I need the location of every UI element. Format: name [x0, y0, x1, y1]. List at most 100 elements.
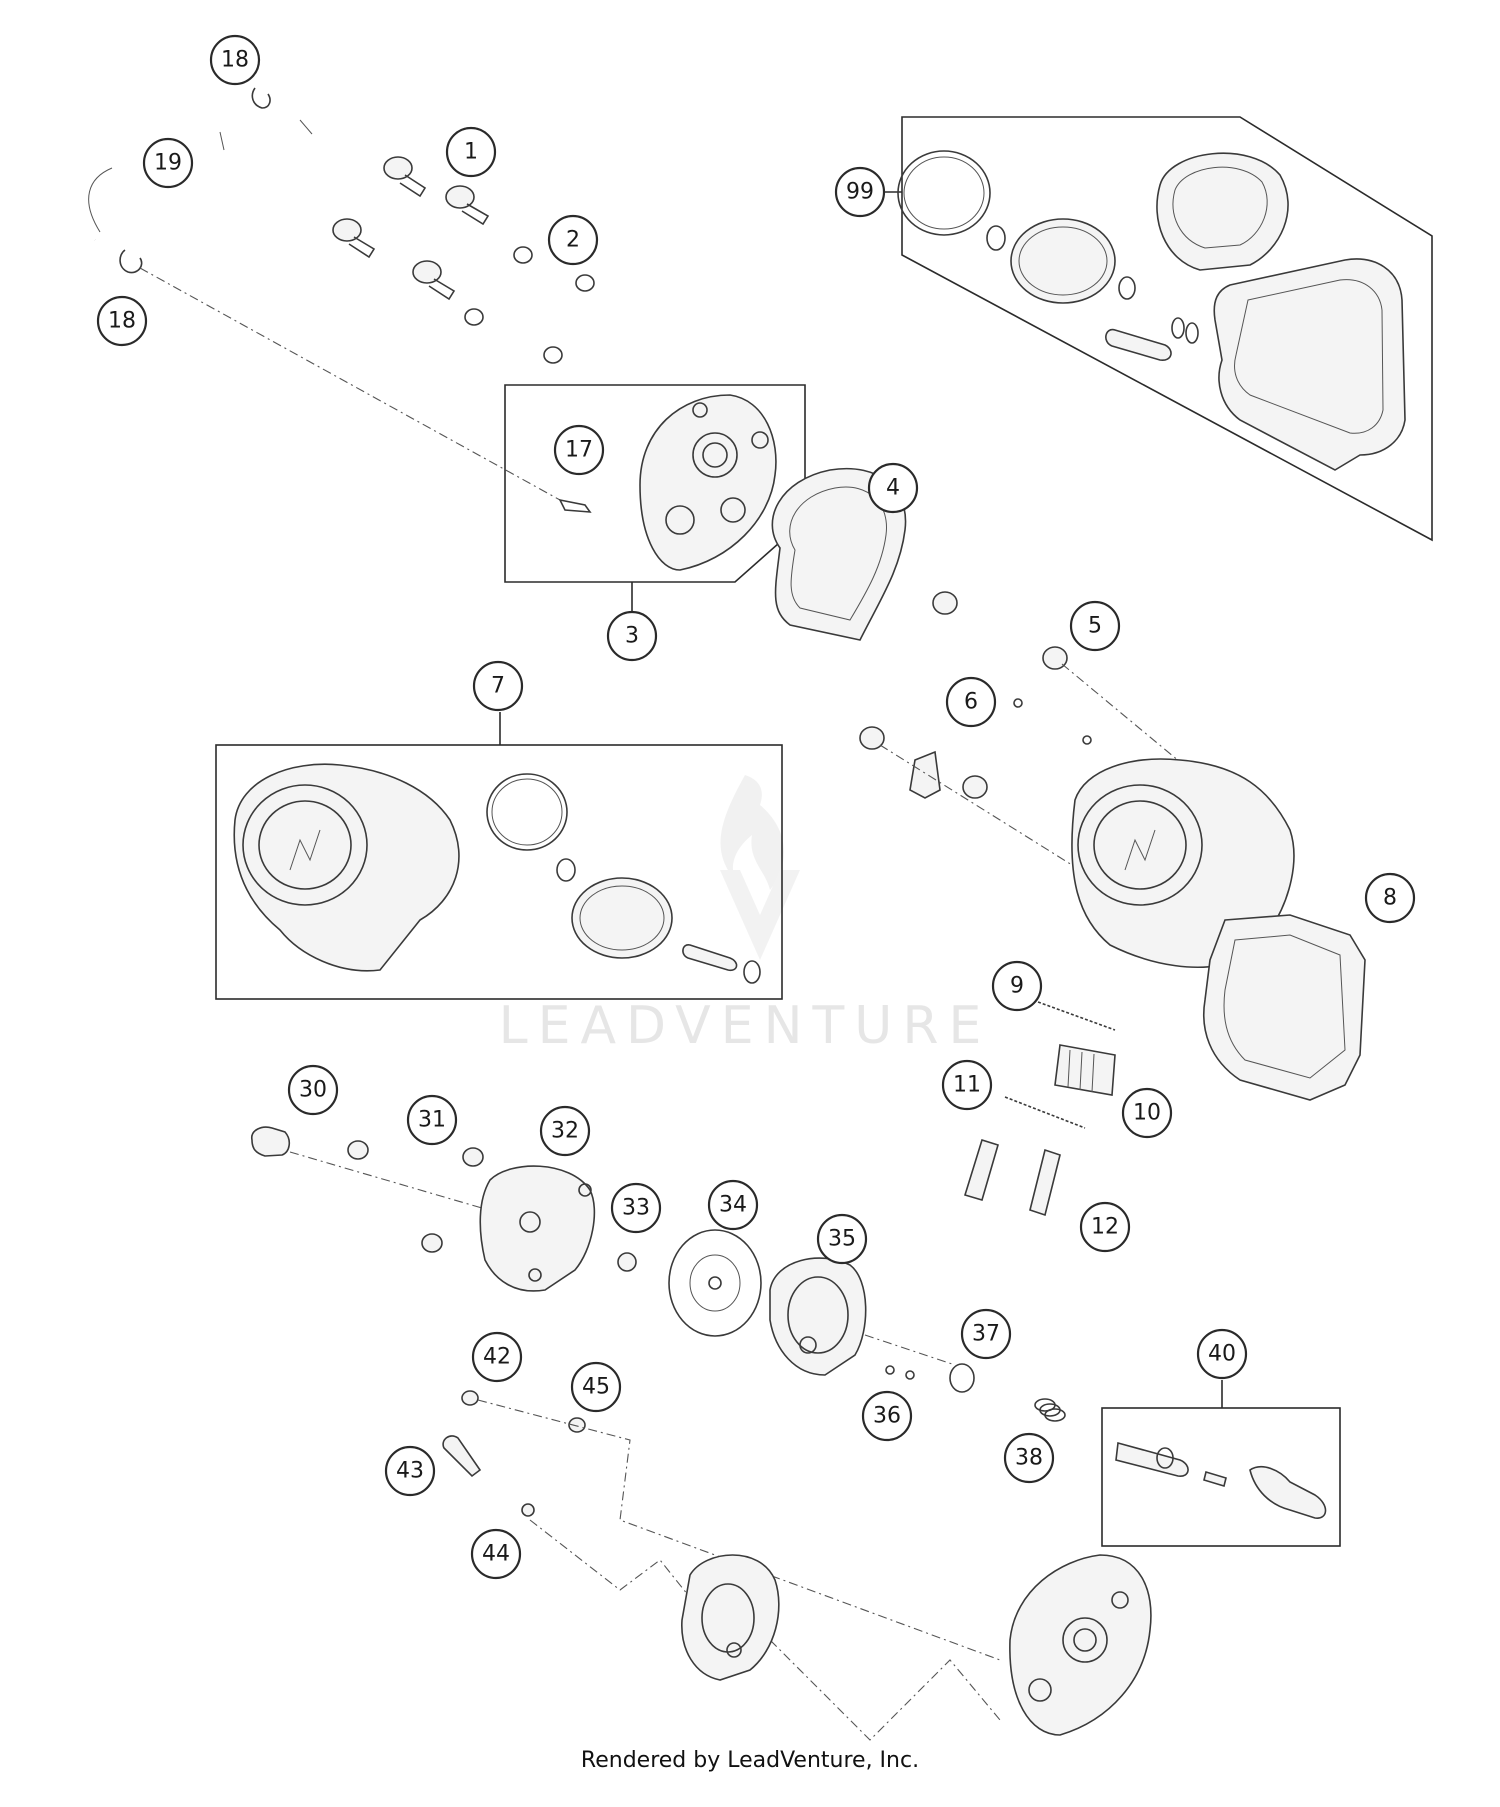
- diaphragm-34-inner: [689, 1254, 741, 1312]
- gasket-set-99: [884, 116, 1433, 542]
- piston-7: [571, 877, 673, 959]
- callout-7-label: 7: [491, 674, 505, 699]
- cylinder-port: [1124, 829, 1156, 871]
- callout-18-top: 18: [209, 34, 261, 86]
- o-ring-7-inner: [491, 778, 563, 846]
- callout-45: 45: [570, 1361, 622, 1413]
- cylinder-port-7: [289, 829, 321, 871]
- needle-bearing-10-lines: [1067, 1049, 1095, 1093]
- cylinder-casting-7: [233, 763, 460, 972]
- bracket: [909, 750, 941, 799]
- bolt-1d: [412, 260, 456, 301]
- o-ring-99-inner: [903, 156, 985, 230]
- o-ring-37: [949, 1363, 975, 1393]
- cylinder-bore-outer-7: [242, 784, 368, 906]
- lower-head-boss: [1062, 1617, 1108, 1663]
- bolt-1c: [332, 218, 376, 259]
- callout-99: 99: [834, 166, 886, 218]
- hose-axis-line: [139, 267, 561, 501]
- base-gasket-99: [1213, 258, 1406, 471]
- lower-assembly: [442, 1390, 1152, 1741]
- cylinder-casting: [1071, 758, 1295, 969]
- callout-17: 17: [553, 424, 605, 476]
- head-casting: [639, 394, 777, 571]
- callout-32-label: 32: [551, 1119, 579, 1144]
- head-port: [665, 505, 695, 535]
- head-port-2: [720, 497, 746, 523]
- callout-38: 38: [1003, 1432, 1055, 1484]
- cylinder-kit-7: [215, 712, 783, 1000]
- callout-33: 33: [610, 1182, 662, 1234]
- callout-36-label: 36: [873, 1404, 901, 1429]
- hose-body: [72, 82, 344, 245]
- cylinder-bore-outer: [1077, 784, 1203, 906]
- callout-10-label: 10: [1133, 1101, 1161, 1126]
- callout-6-label: 6: [964, 690, 978, 715]
- piston-clip-7b: [743, 960, 761, 984]
- screw-42: [461, 1390, 479, 1406]
- callout-18-top-label: 18: [221, 48, 249, 73]
- housing-35: [769, 1257, 867, 1376]
- gasket-set-frame: [901, 116, 1433, 542]
- ball-36b: [905, 1370, 915, 1380]
- callout-19: 19: [142, 137, 194, 189]
- o-ring-7: [486, 773, 568, 851]
- callout-19-label: 19: [154, 151, 182, 176]
- valve-shaft-40: [1115, 1441, 1189, 1477]
- callout-8: 8: [1364, 872, 1416, 924]
- lower-head-port: [1028, 1678, 1052, 1702]
- screw-30: [251, 1126, 291, 1157]
- piston-pin-99: [1105, 328, 1172, 361]
- flame-logo-icon: [720, 775, 800, 960]
- housing-35-face: [787, 1276, 849, 1354]
- lower-cover: [681, 1554, 780, 1681]
- exhaust-control: [251, 1126, 1066, 1422]
- callout-34: 34: [707, 1179, 759, 1231]
- callout-12: 12: [1079, 1201, 1131, 1253]
- lower-head-stud: [1111, 1591, 1129, 1609]
- piston-pin-7: [682, 944, 738, 972]
- callout-30: 30: [287, 1064, 339, 1116]
- cylinder-head-frame: [504, 384, 806, 583]
- circlip-11: [1004, 1096, 1086, 1129]
- cylinder-bore-7: [258, 800, 352, 890]
- kit-40-frame: [1101, 1407, 1341, 1547]
- callout-40: 40: [1196, 1328, 1248, 1380]
- valve-lever-40: [1249, 1466, 1327, 1519]
- head-gasket-99: [1156, 152, 1289, 271]
- callout-2-label: 2: [566, 228, 580, 253]
- callout-17-label: 17: [565, 438, 593, 463]
- callout-42-label: 42: [483, 1345, 511, 1370]
- head-gasket-99-inner: [1172, 166, 1268, 249]
- callout-32: 32: [539, 1105, 591, 1157]
- cover-32-hole-b: [528, 1268, 542, 1282]
- lower-head-hole: [1073, 1628, 1097, 1652]
- nut-31a: [347, 1140, 369, 1160]
- footer-credit: Rendered by LeadVenture, Inc.: [580, 1748, 920, 1773]
- bolt-1a: [383, 156, 427, 198]
- valve-pin-40: [1203, 1470, 1227, 1488]
- cylinder-main: [1071, 758, 1295, 969]
- piston-7-top: [579, 885, 665, 951]
- head-stud: [751, 431, 769, 449]
- callout-43: 43: [384, 1445, 436, 1497]
- piston-ring-clip: [986, 225, 1006, 251]
- diaphragm-34-center: [708, 1276, 722, 1290]
- washer-2d: [543, 346, 563, 364]
- nut-c: [962, 775, 988, 799]
- washer-2a: [513, 246, 533, 264]
- cylinder-bore: [1093, 800, 1187, 890]
- temperature-sensor-17: [558, 498, 592, 513]
- hose-clamp-bottom: [119, 249, 143, 274]
- callout-43-label: 43: [396, 1459, 424, 1484]
- hose-route-a: [477, 1399, 1001, 1661]
- callout-1: 1: [445, 126, 497, 178]
- cylinder-head-3: [504, 384, 806, 612]
- nut-b: [859, 726, 885, 750]
- housing-axis: [864, 1334, 956, 1366]
- head-stud-2: [692, 402, 708, 418]
- callout-31-label: 31: [418, 1108, 446, 1133]
- exhaust-valve-kit-40: [1101, 1380, 1341, 1547]
- head-bolts-1: [332, 156, 490, 301]
- circlip-9: [1037, 1001, 1116, 1031]
